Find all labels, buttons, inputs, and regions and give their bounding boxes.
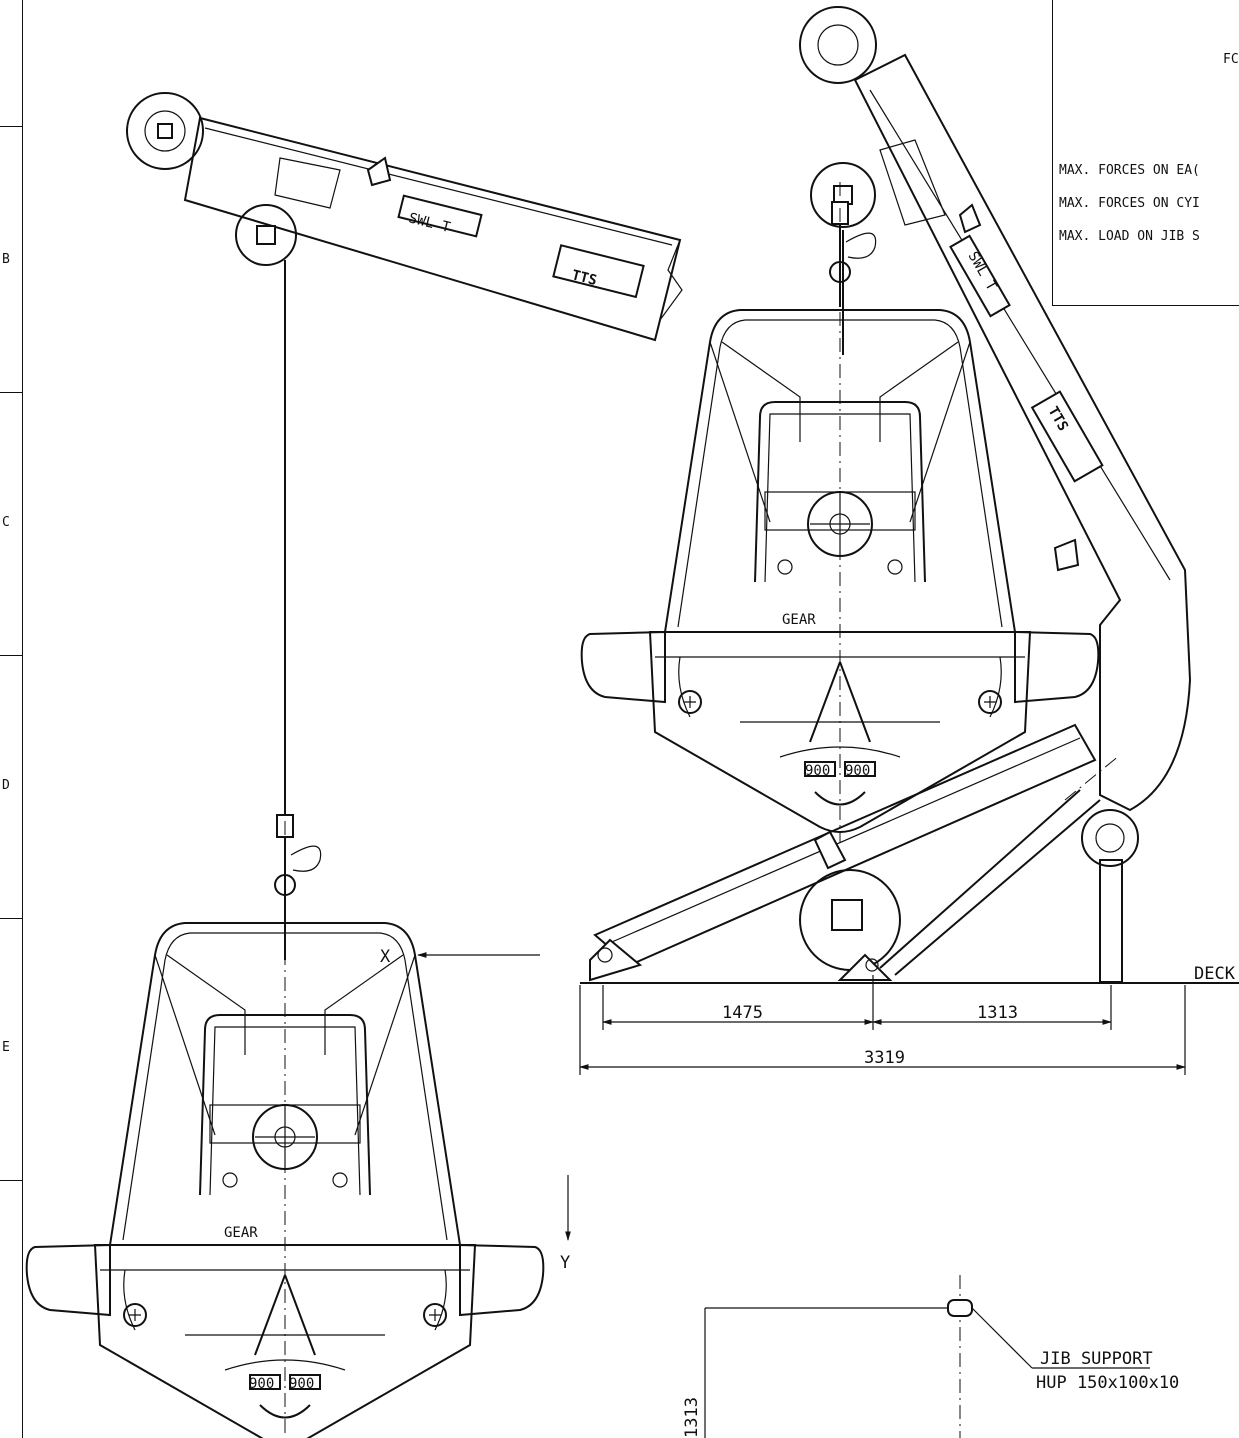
hook-plate-left-b: 900 bbox=[289, 1376, 314, 1392]
zone-label-b: B bbox=[2, 252, 10, 267]
zone-divider bbox=[0, 918, 22, 919]
davit-arm-stowed bbox=[799, 6, 1192, 812]
notes-line-3: MAX. LOAD ON JIB S bbox=[1059, 229, 1200, 244]
dimension-vertical-1313: 1313 bbox=[682, 1397, 702, 1438]
notes-heading-fragment: FC bbox=[1223, 52, 1239, 67]
x-axis-label: X bbox=[380, 947, 391, 967]
lifeboat-stowed bbox=[580, 181, 1100, 843]
notes-line-1: MAX. FORCES ON EA( bbox=[1059, 163, 1200, 178]
zone-divider bbox=[0, 392, 22, 393]
dimension-1475: 1475 bbox=[722, 1003, 763, 1023]
davit-cradle bbox=[589, 723, 1139, 983]
zone-label-c: C bbox=[2, 515, 10, 530]
zone-divider bbox=[0, 1180, 22, 1181]
jib-support-detail bbox=[704, 1275, 1150, 1438]
hook-plate-left-a: 900 bbox=[249, 1376, 274, 1392]
console-label-left: GEAR bbox=[224, 1225, 258, 1241]
zone-label-e: E bbox=[2, 1040, 10, 1055]
dimension-3319: 3319 bbox=[864, 1048, 905, 1068]
deck-label: DECK bbox=[1194, 964, 1236, 984]
notes-line-2: MAX. FORCES ON CYI bbox=[1059, 196, 1200, 211]
lifeboat-lowered bbox=[25, 794, 545, 1438]
brand-logo-left: TTS bbox=[570, 267, 598, 289]
notes-box: FC MAX. FORCES ON EA( MAX. FORCES ON CYI… bbox=[1052, 0, 1239, 306]
y-axis-label: Y bbox=[560, 1253, 570, 1273]
zone-divider bbox=[0, 655, 22, 656]
dimension-1313: 1313 bbox=[977, 1003, 1018, 1023]
jib-support-profile: HUP 150x100x10 bbox=[1036, 1373, 1179, 1393]
jib-support-title: JIB SUPPORT bbox=[1040, 1349, 1153, 1369]
hook-plate-right-a: 900 bbox=[805, 763, 830, 779]
hook-plate-right-b: 900 bbox=[845, 763, 870, 779]
dimension-lines bbox=[579, 975, 1186, 1075]
console-label-right: GEAR bbox=[782, 612, 816, 628]
drawing-frame-border bbox=[0, 0, 23, 1438]
outboard-jib bbox=[126, 92, 683, 342]
zone-divider bbox=[0, 126, 22, 127]
zone-label-d: D bbox=[2, 778, 10, 793]
